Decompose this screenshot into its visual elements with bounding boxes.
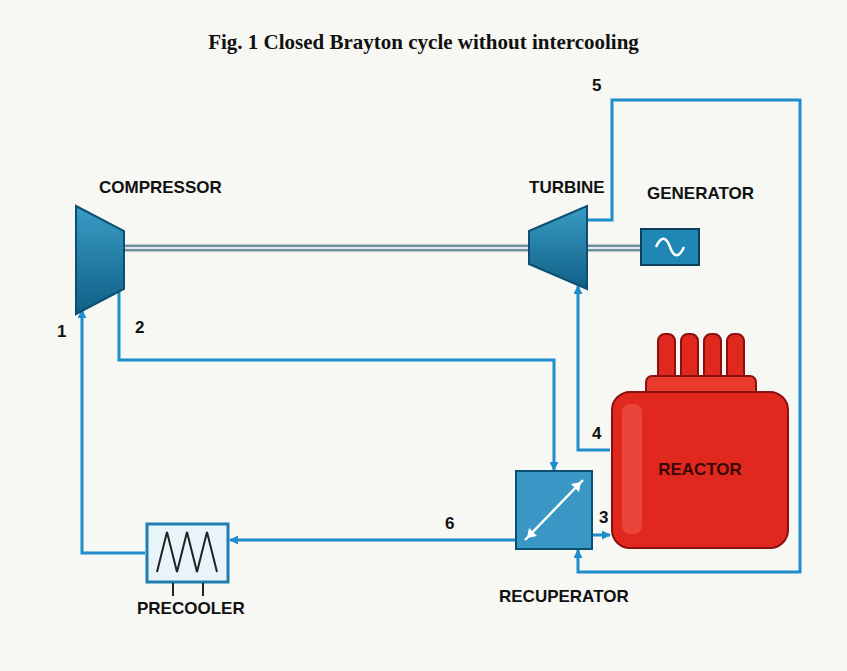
shaft-inner <box>588 247 640 249</box>
turbine-symbol: TURBINE <box>528 205 588 290</box>
precooler-box: PRECOOLER <box>145 522 230 584</box>
state-number: 6 <box>443 514 456 534</box>
shaft-inner <box>125 247 528 249</box>
flow-pipe <box>119 290 554 470</box>
figure-title: Fig. 1 Closed Brayton cycle without inte… <box>0 30 847 55</box>
component-label: GENERATOR <box>645 184 756 204</box>
state-number: 3 <box>597 508 610 528</box>
compressor-symbol-outline <box>75 205 125 315</box>
flow-pipe <box>230 540 515 541</box>
state-number: 4 <box>590 424 603 444</box>
flow-pipe <box>593 535 610 536</box>
component-label: RECUPERATOR <box>497 587 631 607</box>
component-label: TURBINE <box>527 178 607 198</box>
pipe-path <box>578 286 610 450</box>
pipe-path <box>230 539 515 542</box>
shaft-outer <box>588 245 640 252</box>
generator-box-outline <box>640 228 700 266</box>
pipe-path <box>119 290 554 470</box>
component-label: REACTOR <box>658 460 742 480</box>
reactor-vessel: REACTOR <box>610 330 790 550</box>
shaft-outer <box>125 245 528 252</box>
state-number: 5 <box>590 76 603 96</box>
precooler-box-outline <box>145 522 230 584</box>
state-number: 1 <box>55 322 68 342</box>
compressor-symbol: COMPRESSOR <box>75 205 125 315</box>
state-number: 2 <box>133 318 146 338</box>
recuperator-box: RECUPERATOR <box>515 470 593 550</box>
generator-box: GENERATOR <box>640 228 700 266</box>
shaft-line <box>588 248 640 249</box>
flow-pipe <box>82 310 145 553</box>
recuperator-box-outline <box>515 470 593 550</box>
pipe-path <box>578 100 800 572</box>
flow-pipe <box>578 100 800 572</box>
pipe-path <box>593 534 610 537</box>
component-label: PRECOOLER <box>135 599 247 619</box>
turbine-symbol-outline <box>528 205 588 290</box>
pipe-path <box>82 310 145 553</box>
component-label: COMPRESSOR <box>97 178 224 198</box>
shaft-line <box>125 248 528 249</box>
reactor-vessel-outline <box>610 330 790 550</box>
flow-pipe <box>578 286 610 450</box>
